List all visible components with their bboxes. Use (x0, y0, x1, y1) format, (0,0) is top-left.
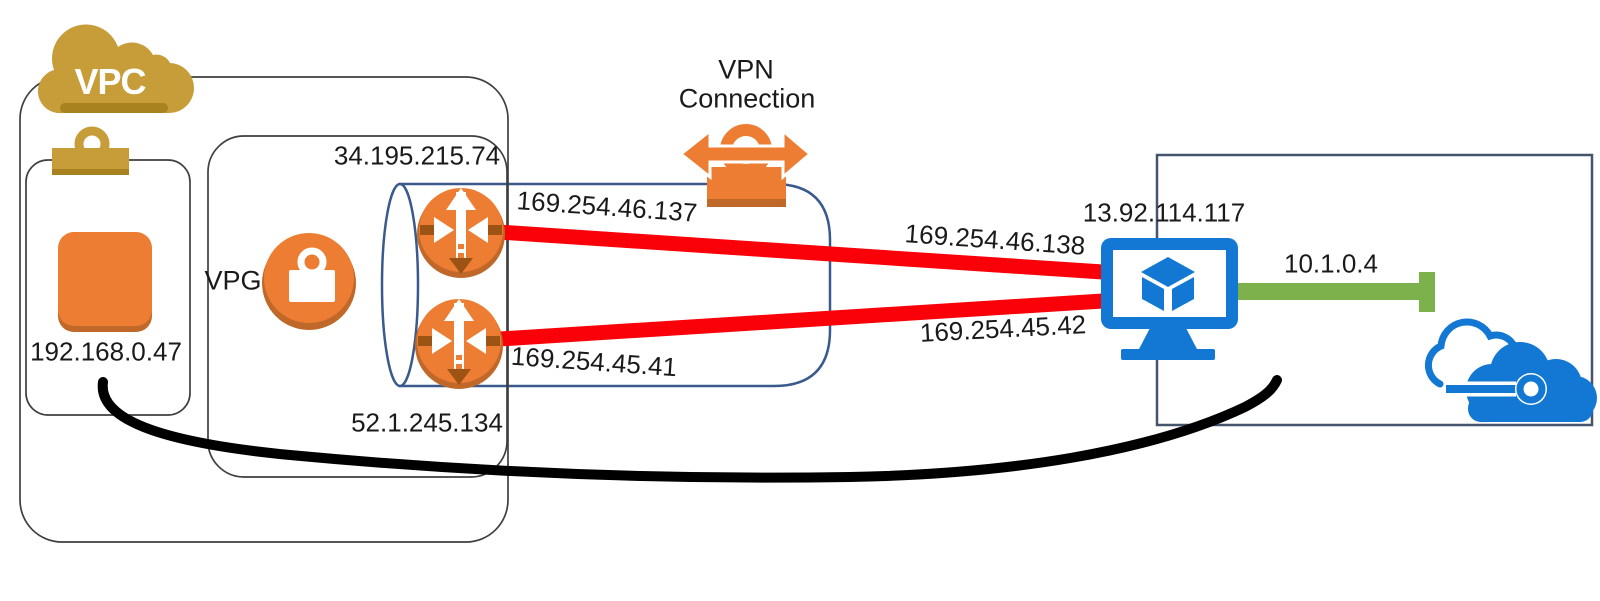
vpn-tunnel-links (467, 222, 1104, 349)
padlock-icon (52, 126, 129, 175)
azure-private-link (1238, 272, 1435, 312)
vpc-cloud-icon (37, 24, 195, 114)
router-icon-tunnel1 (417, 188, 505, 278)
vpc-boundary-box (19, 76, 509, 543)
vpn-connection-label-line1: VPN (718, 54, 774, 85)
vpg-public-ip-tunnel2-label: 52.1.245.134 (351, 407, 503, 438)
azure-vm-public-ip-label: 13.92.114.117 (1082, 197, 1246, 228)
azure-vm-icon (1101, 238, 1238, 360)
instance-icon (58, 232, 152, 332)
router-icon-tunnel2 (415, 299, 503, 389)
azure-cloud-icon (1424, 318, 1597, 422)
instance-ip-label: 192.168.0.47 (30, 336, 182, 367)
vpg-label: VPG (204, 265, 262, 296)
traffic-flow-curve (97, 375, 1282, 483)
azure-vm-private-ip-label: 10.1.0.4 (1284, 248, 1378, 279)
vpg-lock-icon (262, 233, 356, 330)
vpg-public-ip-tunnel1-label: 34.195.215.74 (333, 140, 501, 171)
vpg-boundary-box (207, 135, 508, 478)
vpn-connection-icon (678, 124, 813, 207)
vpc-label: VPC (74, 61, 146, 102)
vpn-connection-label-line2: Connection (678, 83, 816, 114)
